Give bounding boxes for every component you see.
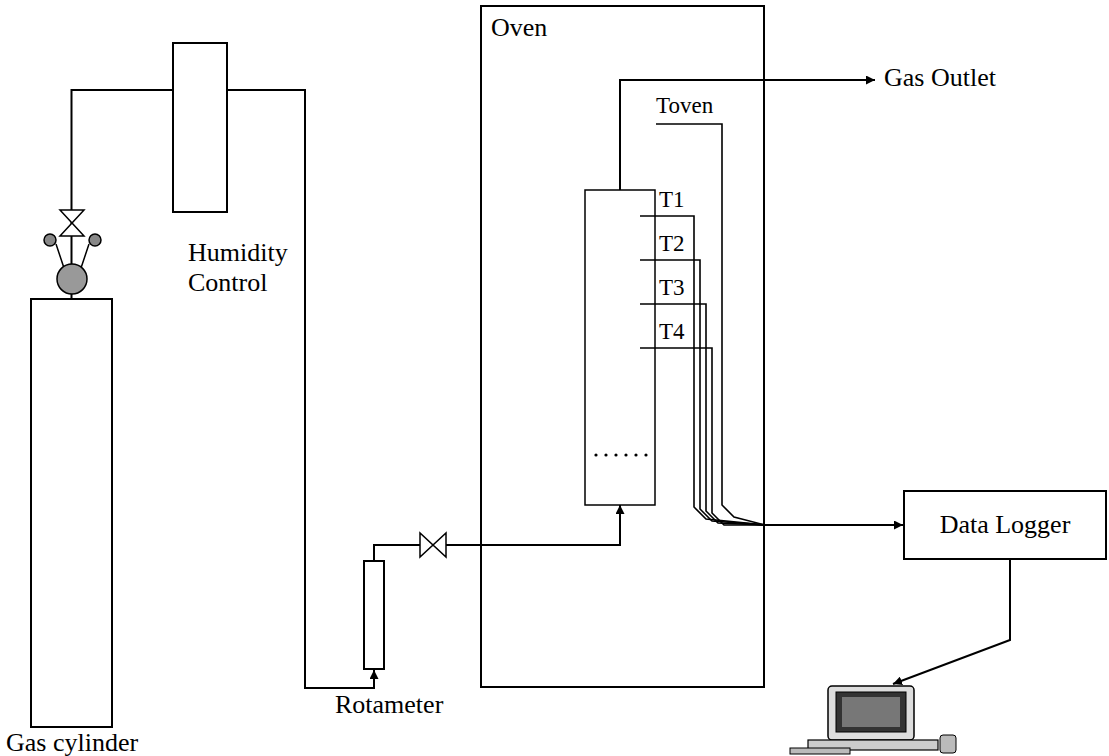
- pipe-connector: [374, 505, 620, 560]
- thermocouple-label: T2: [659, 230, 685, 258]
- node-label: Gas cylinder: [6, 728, 186, 756]
- pipe-connector: [72, 90, 173, 298]
- gauge-dot: [44, 234, 56, 246]
- data-logger-box: Data Logger: [903, 490, 1107, 560]
- node-label: Data Logger: [905, 492, 1105, 540]
- thermocouple-wires: [640, 124, 765, 525]
- thermocouple-label: Toven: [656, 92, 713, 120]
- gauge-stem: [81, 244, 89, 268]
- outlet-line: [620, 80, 875, 190]
- oven-box: Oven: [480, 5, 765, 688]
- computer-icon: [790, 686, 956, 754]
- thermocouple-label: T4: [659, 318, 685, 346]
- thermocouple-label: T1: [659, 186, 685, 214]
- pipe-connector: [765, 524, 903, 526]
- valve-symbol: [60, 210, 84, 236]
- gauge-stem: [56, 244, 64, 268]
- thermocouple-label: T3: [659, 274, 685, 302]
- node-label: Humidity Control: [188, 238, 300, 298]
- gas-cylinder: Gas cylinder: [30, 298, 113, 728]
- humidity-control-box: Humidity Control: [172, 42, 228, 213]
- node-label: Oven: [482, 7, 763, 43]
- data-line: [893, 560, 1010, 684]
- outlet-label: Gas Outlet: [884, 64, 996, 92]
- column-dots: [594, 453, 647, 456]
- rotameter-tube: Rotameter: [363, 560, 385, 670]
- node-label: Rotameter: [335, 690, 495, 720]
- gauge-dot: [89, 234, 101, 246]
- valve-symbol: [420, 533, 446, 557]
- pipe-connector: [228, 90, 374, 688]
- regulator-symbol: [57, 264, 87, 294]
